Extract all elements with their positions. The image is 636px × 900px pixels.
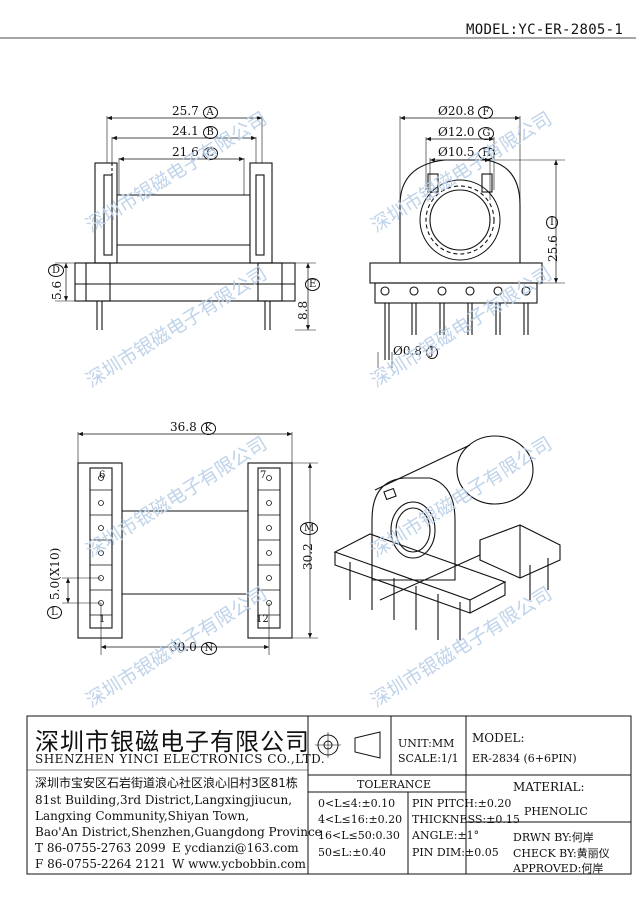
tolerance-label: TOLERANCE (357, 778, 431, 791)
material-value: PHENOLIC (524, 805, 588, 818)
side-view (369, 115, 565, 368)
dim-b: 24.1 B (172, 124, 218, 139)
dim-c: 21.6 C (172, 145, 219, 160)
pin-dim: PIN DIM:±0.05 (412, 846, 499, 859)
dim-l-label: L (47, 604, 62, 619)
dim-i: 25.6 (546, 235, 560, 262)
address-en-2: Langxing Community,Shiyan Town, (35, 809, 250, 823)
model-value: ER-2834 (6+6PIN) (472, 752, 577, 765)
model-label: MODEL: (472, 731, 525, 745)
front-view (55, 115, 316, 331)
bottom-view (62, 431, 318, 655)
website: W www.ycbobbin.com (172, 857, 306, 871)
company-name-en: SHENZHEN YINCI ELECTRONICS CO.,LTD. (35, 752, 326, 766)
dim-m: 30.2 (301, 543, 315, 570)
dim-n: 30.0 N (170, 640, 218, 655)
tolerance-1: 0<L≤4:±0.10 (318, 797, 396, 810)
dim-i-label: I (546, 214, 558, 229)
dim-e: 8.8 (296, 300, 310, 320)
dim-m-label: M (300, 520, 319, 535)
angle: ANGLE:±1° (412, 829, 480, 842)
dim-f: Ø20.8 F (438, 104, 494, 119)
address-en-3: Bao'An District,Shenzhen,Guangdong Provi… (35, 825, 322, 839)
isometric-view (333, 435, 561, 640)
material-label: MATERIAL: (513, 780, 585, 794)
tolerance-2: 4<L≤16:±0.20 (318, 813, 403, 826)
title-block-grid (26, 715, 632, 875)
pin-12: 12 (256, 614, 269, 625)
dim-l: 5.0(X10) (48, 547, 62, 600)
dim-e-label: E (305, 276, 321, 291)
dim-g: Ø12.0 G (438, 125, 495, 140)
email: E ycdianzi@163.com (172, 841, 299, 855)
thickness: THICKNESS:±0.15 (412, 813, 520, 826)
address-cn: 深圳市宝安区石岩街道浪心社区浪心旧村3区81栋 (35, 776, 298, 790)
company-name-cn: 深圳市银磁电子有限公司 (35, 728, 310, 756)
dim-a: 25.7 A (172, 104, 218, 119)
pin-1: 1 (99, 614, 106, 625)
scale: SCALE:1/1 (398, 752, 459, 765)
check-by: CHECK BY:黄丽仪 (513, 847, 610, 860)
approved-by: APPROVED:何岸 (513, 862, 604, 875)
dim-k: 36.8 K (170, 420, 217, 435)
dim-d-label: D (48, 262, 65, 277)
dim-h: Ø10.5 H (438, 145, 496, 160)
unit: UNIT:MM (398, 737, 455, 750)
drawn-by: DRWN BY:何岸 (513, 831, 594, 844)
address-en-1: 81st Building,3rd District,Langxingjiucu… (35, 793, 293, 807)
tolerance-3: 16<L≤50:0.30 (318, 829, 400, 842)
fax: F 86-0755-2264 2121 (35, 857, 166, 871)
pin-7: 7 (260, 470, 267, 481)
model-header: MODEL:YC-ER-2805-1 (466, 22, 624, 38)
pin-6: 6 (99, 470, 106, 481)
tel: T 86-0755-2763 2099 (35, 841, 166, 855)
pin-pitch: PIN PITCH:±0.20 (412, 797, 512, 810)
dim-d: 5.6 (50, 280, 64, 300)
tolerance-4: 50≤L:±0.40 (318, 846, 386, 859)
dim-j: Ø0.8 J (393, 344, 438, 359)
